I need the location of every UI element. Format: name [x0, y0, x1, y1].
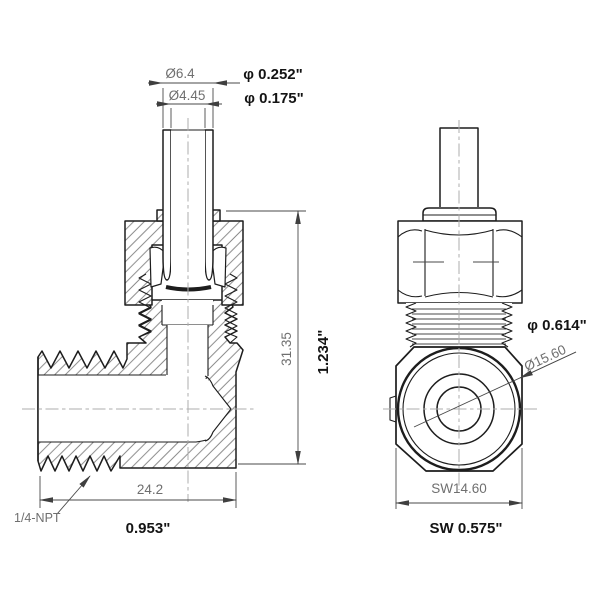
dim-length-mm: 24.2: [137, 482, 163, 497]
dim-length-inch: 0.953": [126, 520, 171, 537]
dim-thread-od-inch: φ 0.614": [527, 317, 587, 334]
tube-wall-right: [204, 129, 214, 281]
dim-thread-od-mm: Ø15.60: [522, 342, 568, 374]
dim-tube-od-mm: Ø6.4: [165, 66, 195, 81]
ferrule-left: [149, 246, 166, 288]
dim-height-mm: 31.35: [279, 332, 294, 366]
dim-tube-id-mm: Ø4.45: [169, 88, 206, 103]
dim-wrench-inch: SW 0.575": [430, 520, 503, 537]
thread-crest-right: [501, 302, 513, 348]
hex-facet-lines: [424, 229, 494, 296]
label-npt-thread: 1/4-NPT: [14, 511, 61, 525]
front-view: [383, 120, 537, 490]
dim-tube-od-inch: φ 0.252": [243, 66, 303, 83]
dim-tube-id-inch: φ 0.175": [244, 90, 304, 107]
dim-wrench-mm: SW14.60: [431, 481, 487, 496]
thread-crest-left: [405, 302, 417, 348]
dim-height-inch: 1.234": [315, 330, 332, 375]
ferrule-right: [210, 246, 227, 288]
side-view-dimensions: Ø6.4 φ 0.252" Ø4.45 φ 0.175" 31.35 1.234…: [14, 66, 332, 537]
tube-wall-left: [162, 129, 172, 281]
side-section-view: [22, 118, 254, 502]
